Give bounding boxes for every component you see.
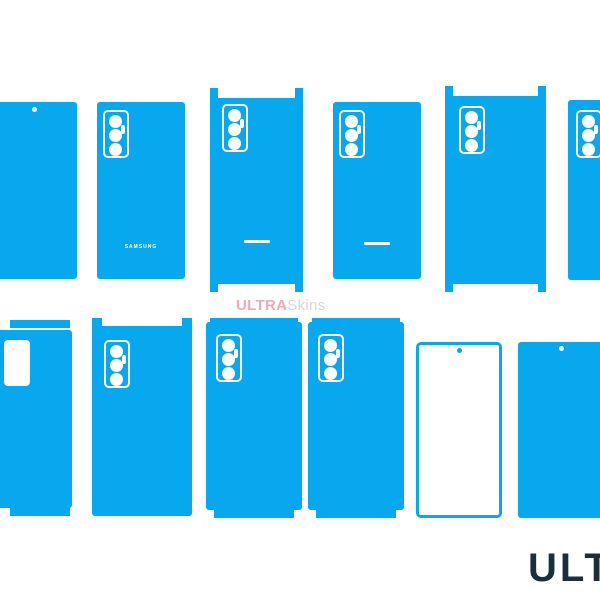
wrap-ear — [445, 282, 453, 292]
camera-cutout-icon — [576, 110, 600, 158]
wrap-ear — [10, 508, 70, 516]
skin-front-full — [518, 342, 600, 518]
skin-back-wrap-full — [210, 98, 303, 284]
watermark: ULTRASkins — [236, 297, 326, 314]
camera-cutout-icon — [222, 104, 248, 152]
logo-cutout — [364, 242, 390, 245]
skin-front-1 — [0, 102, 77, 279]
wrap-ear — [210, 88, 218, 102]
skin-side-wrap-window — [0, 330, 72, 508]
camera-cutout-icon — [339, 110, 365, 158]
skin-back-logo — [333, 102, 421, 279]
wrap-ear — [182, 318, 192, 330]
camera-cutout-icon — [216, 334, 242, 382]
skin-back-wrap-camera-3 — [308, 322, 404, 510]
wrap-ear — [210, 282, 218, 292]
camera-cutout-icon — [104, 340, 130, 388]
wrap-ear — [10, 320, 70, 328]
brand-logo: ULTRA — [528, 546, 600, 590]
camera-cutout-icon — [318, 334, 344, 382]
skin-back-partial — [568, 100, 600, 280]
wrap-ear — [538, 86, 546, 100]
wrap-ear — [210, 318, 298, 324]
wrap-ear — [92, 318, 102, 330]
punch-hole-icon — [32, 107, 37, 112]
back-brand-label: SAMSUNG — [124, 244, 158, 250]
punch-hole-icon — [558, 346, 564, 351]
camera-cutout-icon — [103, 110, 129, 158]
camera-window — [4, 340, 30, 386]
skin-back-wrap — [445, 96, 546, 284]
skin-back-wrap-camera-2 — [206, 322, 302, 510]
punch-hole-icon — [456, 348, 462, 353]
wrap-ear — [295, 282, 303, 292]
wrap-ear — [312, 318, 400, 324]
camera-cutout-icon — [459, 106, 485, 154]
skin-front-frame — [416, 342, 502, 518]
logo-cutout — [243, 240, 270, 243]
skin-back-wrap-camera-1 — [92, 326, 192, 516]
skin-back-samsung: SAMSUNG — [97, 102, 185, 279]
wrap-ear — [538, 282, 546, 292]
wrap-ear — [295, 88, 303, 102]
wrap-ear — [214, 510, 294, 518]
wrap-ear — [445, 86, 453, 100]
wrap-ear — [316, 510, 396, 518]
